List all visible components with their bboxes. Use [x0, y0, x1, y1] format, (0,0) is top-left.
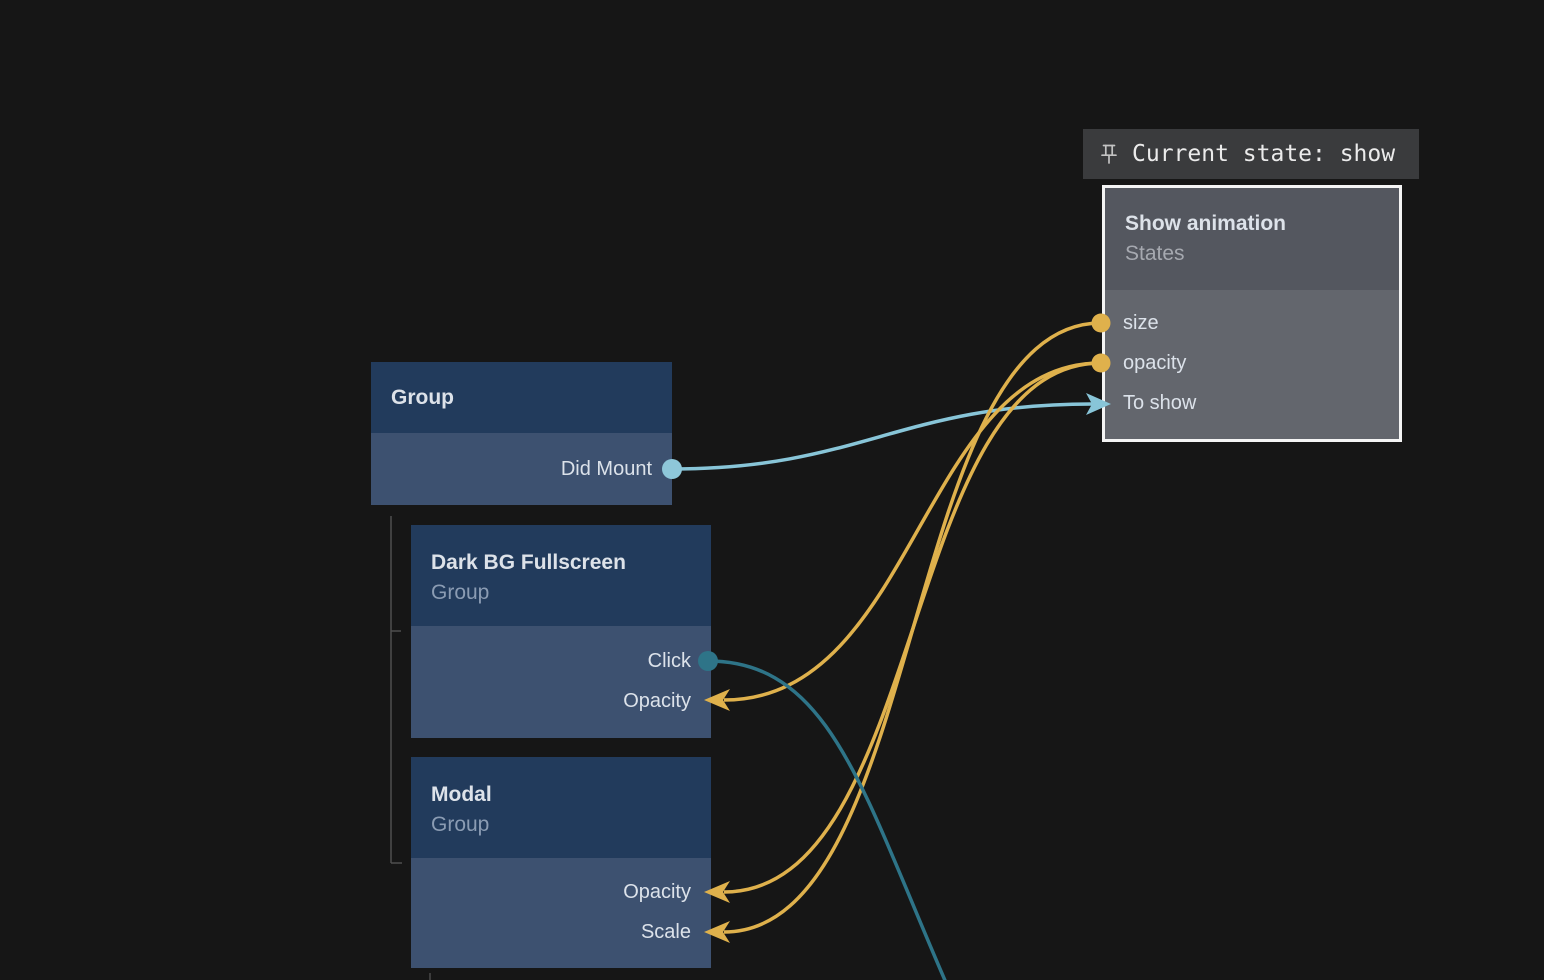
node-dark-bg-header[interactable]: Dark BG Fullscreen Group — [411, 525, 711, 626]
node-states-title: Show animation — [1125, 212, 1287, 235]
port-opacity[interactable]: opacity — [1105, 343, 1399, 383]
node-states-header[interactable]: Show animation States — [1105, 188, 1399, 290]
edge-click-offscreen[interactable] — [698, 651, 947, 980]
port-did-mount-label: Did Mount — [560, 458, 652, 480]
node-states-body: size opacity To show — [1105, 290, 1399, 439]
port-modal-scale-label: Scale — [640, 921, 691, 943]
edge-opacity-modal-opacity[interactable] — [704, 361, 1102, 903]
node-group[interactable]: Group Did Mount — [371, 362, 672, 505]
arrowhead-modal-scale — [704, 921, 730, 943]
port-darkbg-opacity-label: Opacity — [623, 690, 691, 712]
port-dot-size[interactable] — [1091, 313, 1111, 333]
port-click-label: Click — [647, 650, 691, 672]
port-modal-opacity[interactable]: Opacity — [411, 872, 711, 912]
port-to-show-label: To show — [1123, 392, 1197, 414]
port-modal-scale[interactable]: Scale — [411, 912, 711, 952]
port-modal-opacity-label: Opacity — [623, 881, 691, 903]
port-dot-click[interactable] — [698, 651, 718, 671]
port-size[interactable]: size — [1105, 303, 1399, 343]
port-to-show[interactable]: To show — [1105, 383, 1399, 423]
node-dark-bg-fullscreen[interactable]: Dark BG Fullscreen Group Click Opacity — [411, 525, 711, 738]
port-did-mount[interactable]: Did Mount — [371, 449, 672, 489]
port-click[interactable]: Click — [411, 641, 711, 681]
edge-didmount-to-show[interactable] — [662, 393, 1111, 479]
port-dot-did-mount[interactable] — [662, 459, 682, 479]
pin-icon — [1101, 144, 1117, 164]
node-dark-bg-body: Click Opacity — [411, 626, 711, 738]
edge-opacity-darkbg-opacity[interactable] — [704, 361, 1102, 711]
arrowhead-darkbg-opacity — [704, 689, 730, 711]
port-darkbg-opacity[interactable]: Opacity — [411, 681, 711, 721]
node-modal-subtitle: Group — [431, 813, 490, 836]
node-modal-title: Modal — [431, 783, 492, 806]
node-show-animation-states[interactable]: Show animation States size opacity To sh… — [1102, 185, 1402, 442]
arrowhead-to-show — [1086, 393, 1111, 415]
node-modal-body: Opacity Scale — [411, 858, 711, 968]
node-group-body: Did Mount — [371, 433, 672, 505]
edge-size-modal-scale[interactable] — [704, 321, 1102, 943]
node-states-subtitle: States — [1125, 242, 1185, 265]
arrowhead-modal-opacity — [704, 881, 730, 903]
port-dot-opacity[interactable] — [1091, 353, 1111, 373]
port-opacity-label: opacity — [1123, 352, 1187, 374]
node-dark-bg-title: Dark BG Fullscreen — [431, 551, 626, 574]
node-modal[interactable]: Modal Group Opacity Scale — [411, 757, 711, 968]
node-group-header[interactable]: Group — [371, 362, 672, 433]
port-size-label: size — [1123, 312, 1159, 334]
node-group-title: Group — [391, 386, 454, 409]
node-dark-bg-subtitle: Group — [431, 581, 490, 604]
current-state-pill[interactable]: Current state: show — [1083, 129, 1419, 179]
node-modal-header[interactable]: Modal Group — [411, 757, 711, 858]
hierarchy-tree-line — [390, 516, 402, 864]
current-state-text: Current state: show — [1132, 141, 1396, 167]
